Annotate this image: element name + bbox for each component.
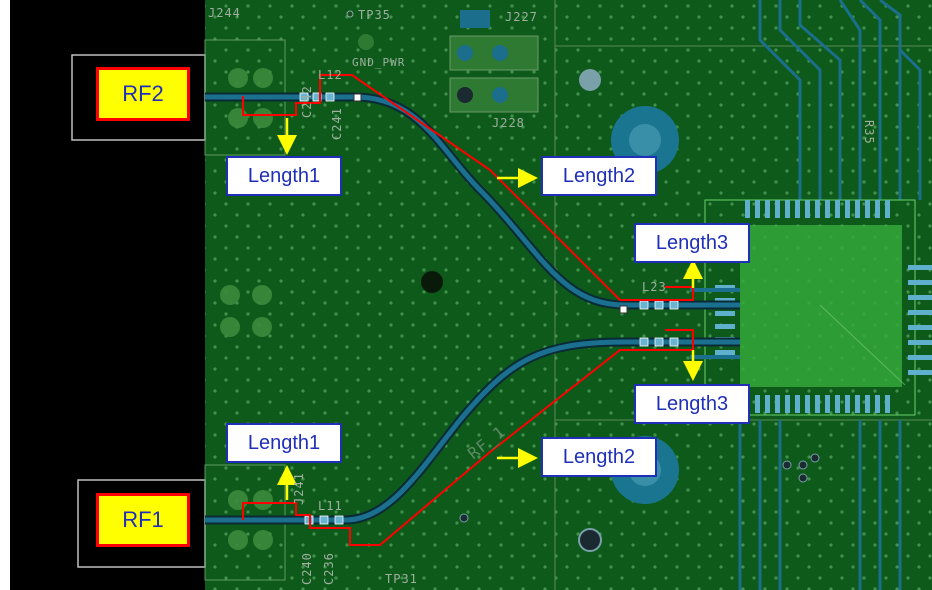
- silk-l23: L23: [642, 280, 667, 294]
- dimension-arrows: [277, 118, 703, 500]
- length3-top-label: Length3: [634, 223, 750, 263]
- rf1-port-label: RF1: [96, 493, 190, 547]
- silk-c241: C241: [330, 107, 344, 140]
- silk-j241: J241: [292, 472, 306, 505]
- silk-c240: C240: [300, 552, 314, 585]
- silk-j228: J228: [492, 116, 525, 130]
- silk-j244: J244: [208, 6, 241, 20]
- length-highlight-outlines: [242, 74, 694, 546]
- silk-l12: L12: [318, 68, 343, 82]
- silk-l11: L11: [318, 499, 343, 513]
- silk-c242: C242: [300, 85, 314, 118]
- silk-gnd-pwr: GND_PWR: [352, 56, 406, 69]
- length3-bottom-label: Length3: [634, 384, 750, 424]
- length2-top-label: Length2: [541, 156, 657, 196]
- silk-c236: C236: [322, 552, 336, 585]
- rf2-port-label: RF2: [96, 67, 190, 121]
- silk-tp35: TP35: [358, 8, 391, 22]
- silk-j227: J227: [505, 10, 538, 24]
- silk-r35: R35: [862, 120, 876, 145]
- length1-top-label: Length1: [226, 156, 342, 196]
- length2-bottom-label: Length2: [541, 437, 657, 477]
- silk-tp31: TP31: [385, 572, 418, 586]
- length1-bottom-label: Length1: [226, 423, 342, 463]
